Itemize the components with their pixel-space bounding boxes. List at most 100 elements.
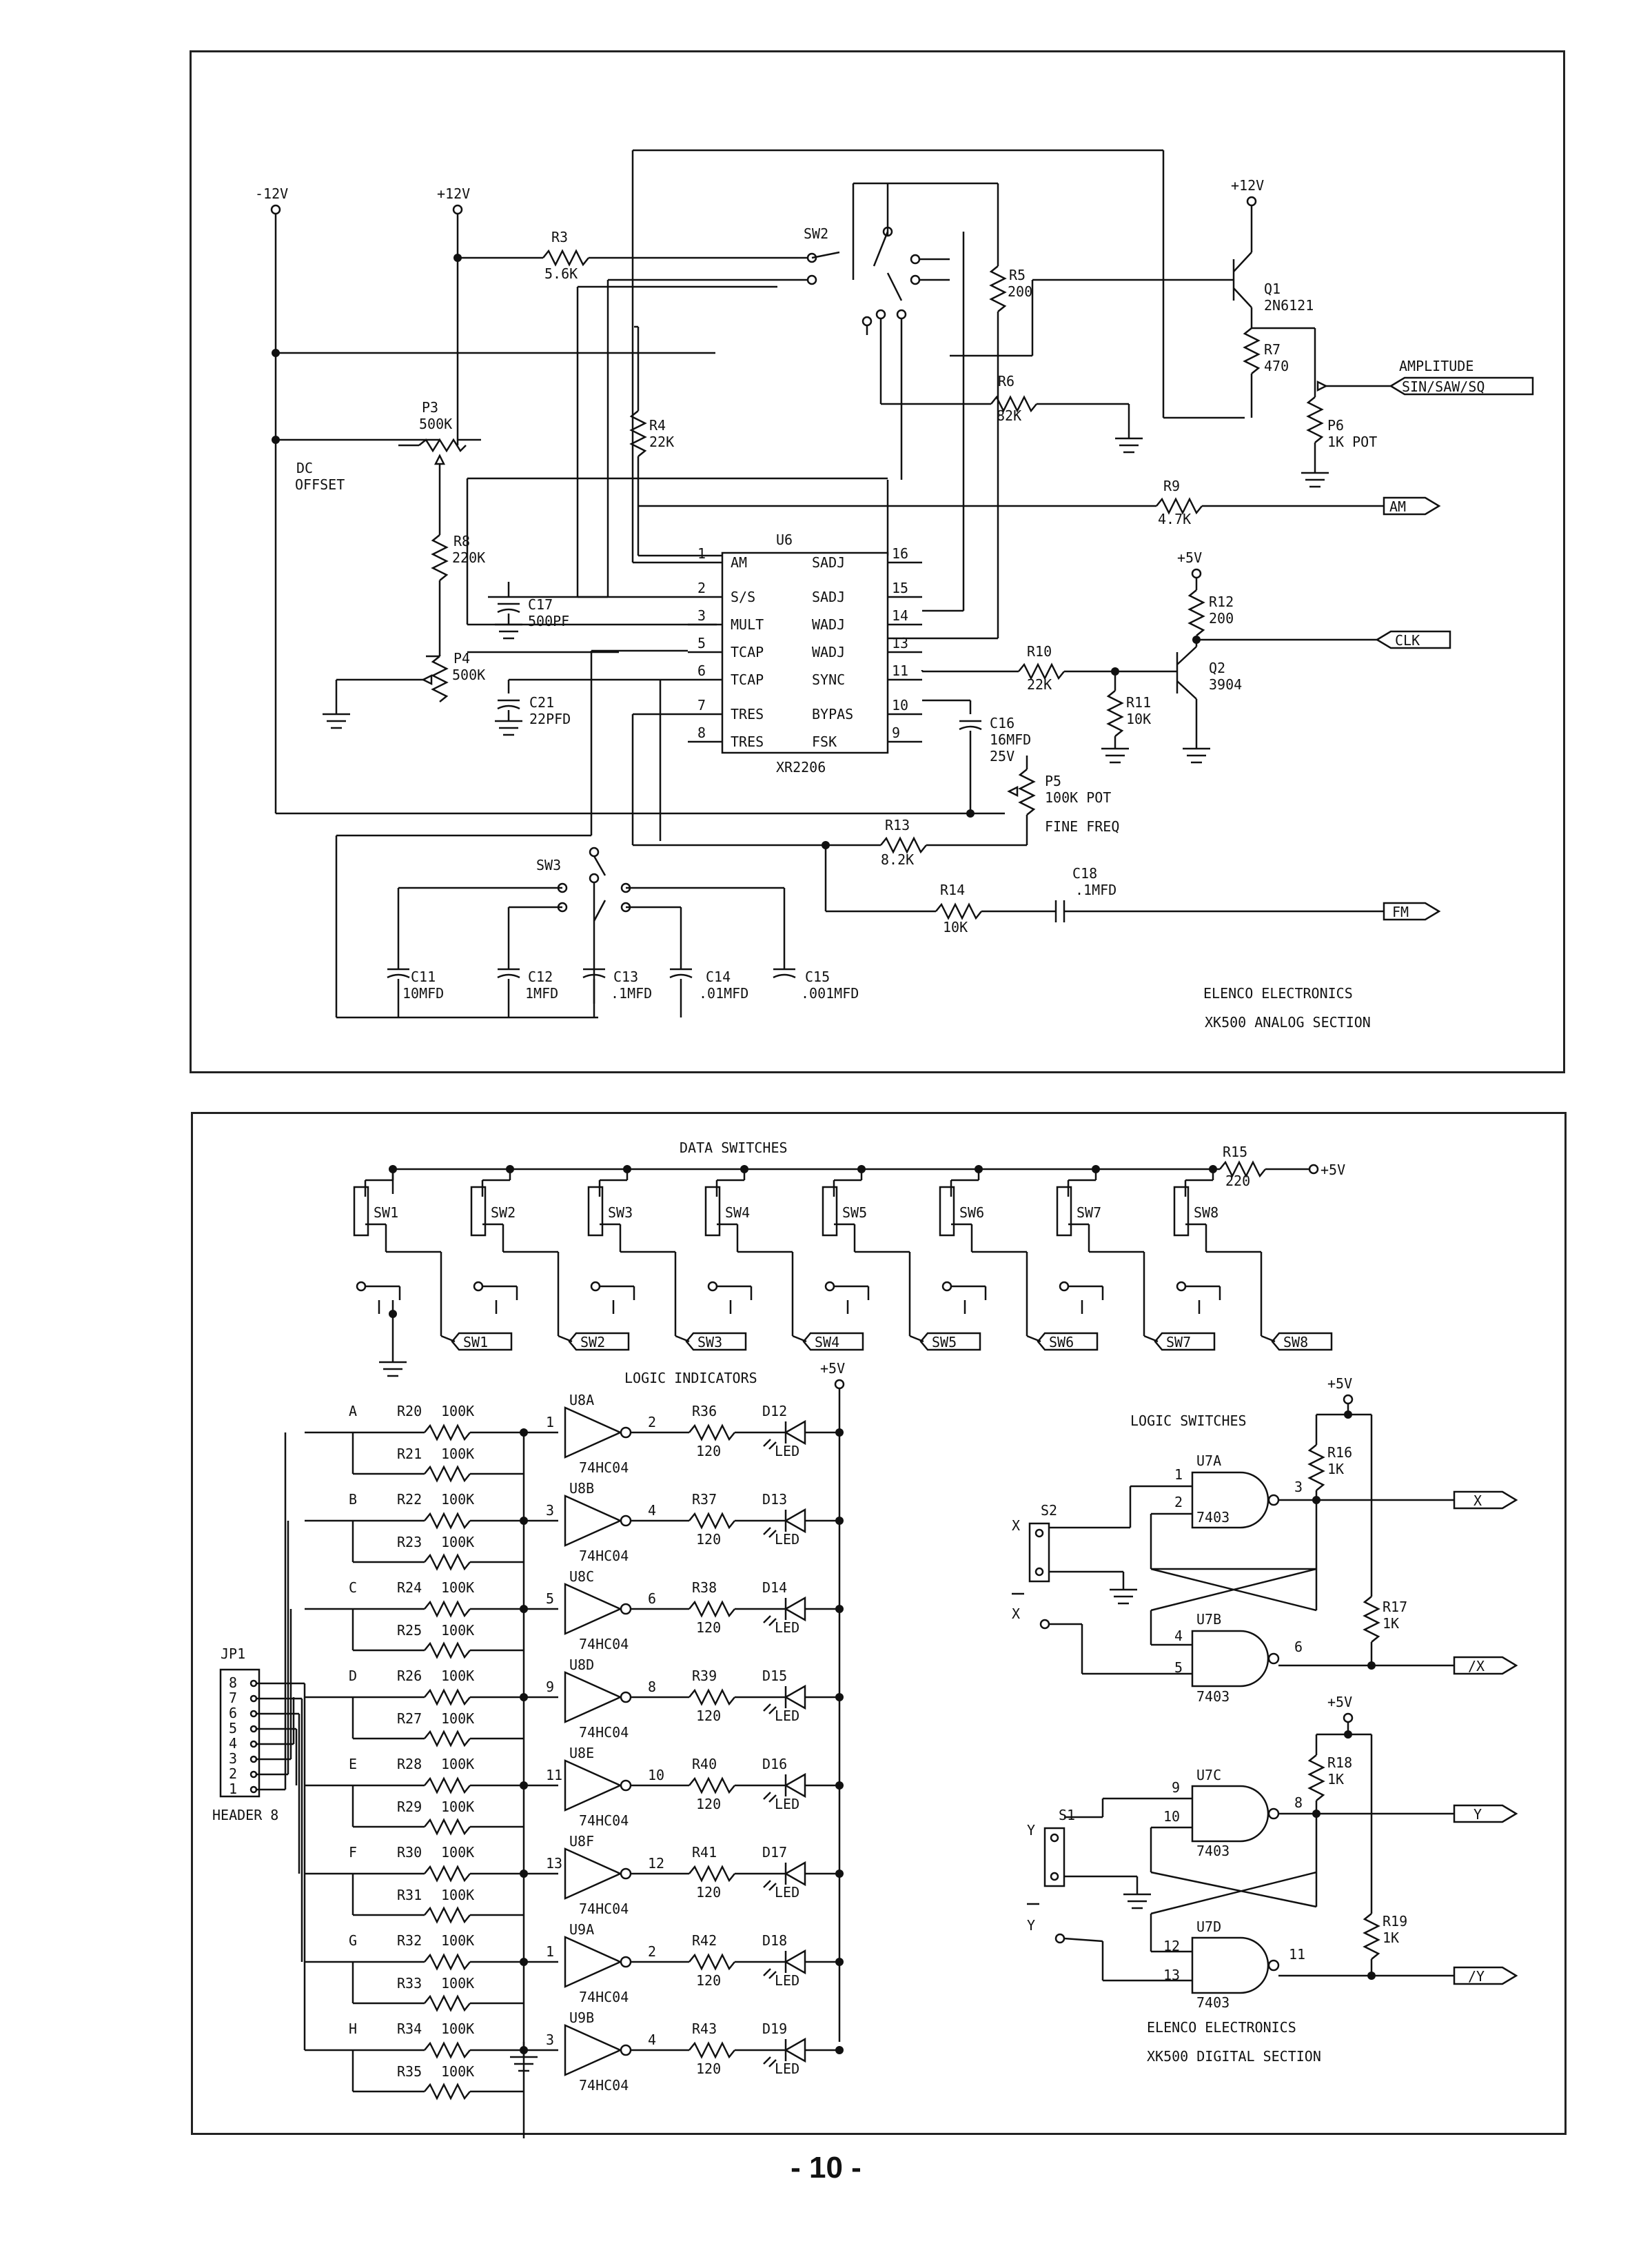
data-switches-vcc: +5V xyxy=(1320,1162,1345,1178)
jp1-name: HEADER 8 xyxy=(212,1807,278,1823)
channel-F-ra-ref: R30 xyxy=(397,1844,422,1861)
s1-label: S1 xyxy=(1059,1807,1075,1823)
r19-val: 1K xyxy=(1383,1929,1399,1946)
r10-ref: R10 xyxy=(1027,643,1052,660)
p4-val: 500K xyxy=(452,667,485,683)
channel-B-out-pin: 4 xyxy=(648,1502,656,1519)
channel-E-gate-part: 74HC04 xyxy=(579,1812,629,1829)
p5-ref: P5 xyxy=(1045,773,1061,789)
data-switch-8-output-label: SW8 xyxy=(1283,1334,1308,1350)
header-pin-2: 2 xyxy=(229,1765,237,1782)
channel-H-in-pin: 3 xyxy=(546,2032,554,2048)
channel-B-led-label: LED xyxy=(775,1531,799,1548)
r17-val: 1K xyxy=(1383,1615,1399,1632)
channel-D-ra-val: 100K xyxy=(441,1668,474,1684)
channel-C-letter: C xyxy=(349,1579,357,1596)
data-switch-5-output-label: SW5 xyxy=(932,1334,957,1350)
u7c-pin9: 9 xyxy=(1172,1779,1180,1796)
channel-H-led-label: LED xyxy=(775,2060,799,2077)
u7d-ref: U7D xyxy=(1196,1918,1221,1935)
data-switch-2-label: SW2 xyxy=(491,1204,516,1221)
channel-E-ra-ref: R28 xyxy=(397,1756,422,1772)
channel-A-rl-ref: R36 xyxy=(692,1403,717,1419)
data-switch-1-output-label: SW1 xyxy=(463,1334,488,1350)
header-pin-3: 3 xyxy=(229,1750,237,1767)
channel-G-rl-val: 120 xyxy=(696,1972,721,1989)
p3-val: 500K xyxy=(419,416,452,432)
channel-D-in-pin: 9 xyxy=(546,1679,554,1695)
c16-val: 16MFD xyxy=(990,731,1031,748)
u7b-part: 7403 xyxy=(1196,1688,1230,1705)
page-number: - 10 - xyxy=(791,2151,861,2185)
channel-F-ra-val: 100K xyxy=(441,1844,474,1861)
data-switch-2-body xyxy=(470,1186,487,1237)
header-pin-8: 8 xyxy=(229,1674,237,1691)
u6-pin-9-number: 9 xyxy=(892,725,900,741)
r12-val: 200 xyxy=(1209,610,1234,627)
c14-ref: C14 xyxy=(706,969,731,985)
channel-E-rb-val: 100K xyxy=(441,1799,474,1815)
r15-val: 220 xyxy=(1225,1173,1250,1189)
channel-B-rb-val: 100K xyxy=(441,1534,474,1550)
c21-val: 22PFD xyxy=(529,711,571,727)
r11-ref: R11 xyxy=(1126,694,1151,711)
u7d-part: 7403 xyxy=(1196,1994,1230,2011)
channel-A-out-pin: 2 xyxy=(648,1414,656,1430)
channel-D-led-label: LED xyxy=(775,1708,799,1724)
data-switch-7-body xyxy=(1056,1186,1072,1237)
data-switch-6-body xyxy=(939,1186,955,1237)
u6-pin-7-name: TRES xyxy=(731,706,764,722)
q2-val: 3904 xyxy=(1209,676,1242,693)
channel-C-rl-val: 120 xyxy=(696,1619,721,1636)
channel-E-gate-ref: U8E xyxy=(569,1745,594,1761)
data-switch-4-output-label: SW4 xyxy=(815,1334,839,1350)
channel-G-in-pin: 1 xyxy=(546,1943,554,1960)
u6-pin-2-number: 2 xyxy=(697,580,706,596)
q2-ref: Q2 xyxy=(1209,660,1225,676)
r15-ref: R15 xyxy=(1223,1144,1247,1160)
u7c-part: 7403 xyxy=(1196,1843,1230,1859)
r14-ref: R14 xyxy=(940,882,965,898)
xbar-label: X xyxy=(1012,1605,1020,1622)
rail-pos5: +5V xyxy=(1177,549,1202,566)
u7c-ref: U7C xyxy=(1196,1767,1221,1783)
out-y-label: Y xyxy=(1473,1806,1482,1823)
u7a-pin3: 3 xyxy=(1294,1479,1303,1495)
r7-val: 470 xyxy=(1264,358,1289,374)
channel-H-diode-ref: D19 xyxy=(762,2020,787,2037)
p6-ref: P6 xyxy=(1327,417,1344,434)
rail-neg12: -12V xyxy=(255,185,288,202)
c17-ref: C17 xyxy=(528,596,553,613)
channel-G-letter: G xyxy=(349,1932,357,1949)
channel-D-rl-ref: R39 xyxy=(692,1668,717,1684)
channel-C-ra-val: 100K xyxy=(441,1579,474,1596)
u7b-pin6: 6 xyxy=(1294,1639,1303,1655)
r4-val: 22K xyxy=(649,434,674,450)
data-switch-5-body xyxy=(822,1186,838,1237)
channel-G-ra-ref: R32 xyxy=(397,1932,422,1949)
channel-C-in-pin: 5 xyxy=(546,1590,554,1607)
u6-pin-2-name: S/S xyxy=(731,589,755,605)
rail-pos12-q1: +12V xyxy=(1231,177,1264,194)
channel-D-gate-part: 74HC04 xyxy=(579,1724,629,1741)
channel-G-rb-val: 100K xyxy=(441,1975,474,1992)
out-x-label: X xyxy=(1473,1492,1482,1509)
channel-B-rl-val: 120 xyxy=(696,1531,721,1548)
data-switch-8-label: SW8 xyxy=(1194,1204,1218,1221)
channel-A-rl-val: 120 xyxy=(696,1443,721,1459)
u7a-pin2: 2 xyxy=(1174,1494,1183,1510)
channel-B-gate-ref: U8B xyxy=(569,1480,594,1497)
channel-D-gate-ref: U8D xyxy=(569,1657,594,1673)
c12-capacitor: C12 1MFD xyxy=(497,907,558,1017)
channel-B-diode-ref: D13 xyxy=(762,1491,787,1508)
q1-ref: Q1 xyxy=(1264,281,1281,297)
u6-pin-11-name: SYNC xyxy=(812,671,845,688)
u7b-pin4: 4 xyxy=(1174,1628,1183,1644)
channel-C-out-pin: 6 xyxy=(648,1590,656,1607)
c18-val: .1MFD xyxy=(1075,882,1116,898)
r14-val: 10K xyxy=(943,919,968,935)
